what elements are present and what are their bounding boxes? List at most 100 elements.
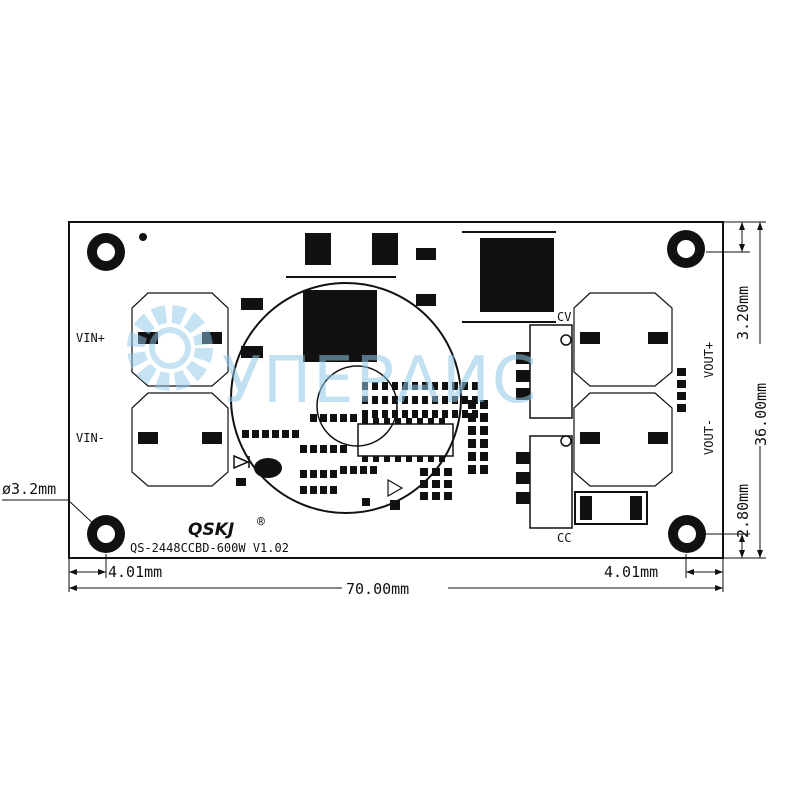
shunt-resistor-pad xyxy=(630,496,642,520)
vin-plus-terminal-outline xyxy=(131,292,229,387)
cc-potentiometer-outline xyxy=(529,435,573,529)
diode-symbol-small xyxy=(387,478,404,498)
smd-pad xyxy=(252,430,259,438)
smd-pad xyxy=(272,430,279,438)
diode-chip xyxy=(480,238,554,312)
ic-pin xyxy=(417,456,423,462)
smd-pad xyxy=(320,445,327,453)
small-pad xyxy=(416,294,436,306)
height-label: 36.00mm xyxy=(752,383,770,446)
mounting-hole-bottom-left xyxy=(87,515,125,553)
smd-pad xyxy=(468,413,476,422)
smd-pad xyxy=(362,396,368,404)
capacitor-body xyxy=(254,458,282,478)
arrowhead xyxy=(69,569,77,575)
smd-pad xyxy=(402,410,408,418)
arrowhead xyxy=(739,550,745,558)
smd-pad xyxy=(310,445,317,453)
ic-pin xyxy=(428,456,434,462)
smd-pad xyxy=(300,486,307,494)
smd-pad xyxy=(382,396,388,404)
arrowhead xyxy=(757,222,763,230)
brand-logo: QSKJ xyxy=(188,520,234,540)
vout-plus-terminal-outline xyxy=(573,292,673,387)
smd-pad xyxy=(362,410,368,418)
vout-minus-terminal-outline xyxy=(573,392,673,487)
smd-pad xyxy=(372,396,378,404)
small-pad xyxy=(416,248,436,260)
smd-pad xyxy=(480,426,488,435)
controller-ic-outline xyxy=(357,423,454,457)
smd-pad xyxy=(382,382,388,390)
smd-pad xyxy=(292,430,299,438)
smd-pad xyxy=(330,414,337,422)
pad xyxy=(648,432,668,444)
inductor-inner-outline xyxy=(316,365,398,447)
shunt-resistor-outline xyxy=(574,491,648,525)
ic-pin xyxy=(384,456,390,462)
smd-pad xyxy=(442,410,448,418)
smd-pad xyxy=(362,498,370,506)
board-outline xyxy=(68,221,724,559)
smd-pad xyxy=(242,430,249,438)
ic-pin xyxy=(439,418,445,424)
smd-pad xyxy=(444,480,452,488)
smd-pad xyxy=(390,500,400,510)
smd-pad xyxy=(480,465,488,474)
ic-pin xyxy=(406,456,412,462)
smd-pad xyxy=(480,439,488,448)
pad xyxy=(580,432,600,444)
ic-pin xyxy=(417,418,423,424)
smd-pad xyxy=(480,452,488,461)
pad xyxy=(648,332,668,344)
registered-mark: ® xyxy=(257,515,265,530)
vin-minus-label: VIN- xyxy=(76,431,105,445)
top-offset-label: 3.20mm xyxy=(734,286,752,340)
vin-plus-label: VIN+ xyxy=(76,331,105,345)
arrowhead xyxy=(757,550,763,558)
ic-pin xyxy=(406,418,412,424)
smd-pad xyxy=(444,492,452,500)
mounting-hole-bottom-right xyxy=(668,515,706,553)
arrowhead xyxy=(90,519,98,528)
smd-pad xyxy=(350,466,357,474)
cc-label: CC xyxy=(557,531,571,545)
vout-minus-label: VOUT- xyxy=(702,419,716,455)
pot-adjust-screw xyxy=(560,334,572,346)
pot-pin xyxy=(516,492,530,504)
smd-pad xyxy=(412,396,418,404)
smd-pad xyxy=(472,382,478,390)
smd-pad xyxy=(442,396,448,404)
smd-components xyxy=(236,382,488,510)
smd-pad xyxy=(412,382,418,390)
hole-diameter-label: ø3.2mm xyxy=(2,480,56,498)
smd-pad xyxy=(452,382,458,390)
smd-pad xyxy=(422,410,428,418)
smd-pad xyxy=(402,396,408,404)
smd-pad xyxy=(330,445,337,453)
dimension-arrowheads xyxy=(69,222,763,591)
smd-pad xyxy=(422,382,428,390)
inductor-outline xyxy=(230,282,462,514)
shunt-resistor-pad xyxy=(580,496,592,520)
mosfet-pad xyxy=(305,233,331,265)
smd-pad xyxy=(372,382,378,390)
smd-pad xyxy=(392,410,398,418)
smd-pad xyxy=(468,426,476,435)
mounting-hole-top-right xyxy=(667,230,705,268)
ic-pin xyxy=(362,456,368,462)
pot-pin xyxy=(516,472,530,484)
diode-symbol xyxy=(233,454,250,470)
smd-pad xyxy=(310,470,317,478)
smd-pad xyxy=(432,382,438,390)
smd-pad xyxy=(420,468,428,476)
smd-pad xyxy=(432,410,438,418)
pot-adjust-screw xyxy=(560,435,572,447)
smd-pad xyxy=(236,478,246,486)
arrowhead xyxy=(739,222,745,230)
ic-pin xyxy=(373,456,379,462)
smd-pad xyxy=(262,430,269,438)
fiducial-dot xyxy=(139,233,147,241)
small-pad xyxy=(241,346,263,358)
arrowhead xyxy=(739,244,745,252)
